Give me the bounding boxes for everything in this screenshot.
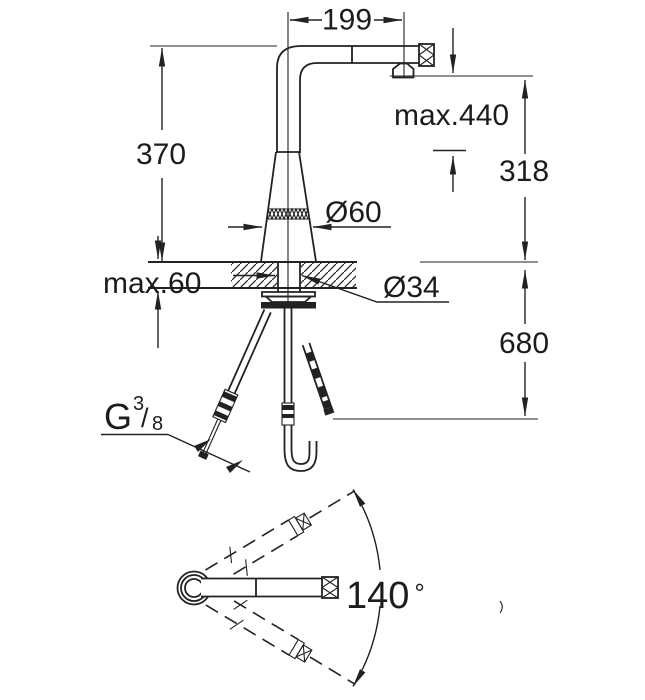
hose-band (311, 367, 322, 380)
dimension-body-diameter: Ø60 (228, 196, 391, 231)
dimension-clearance: 680 (333, 270, 549, 420)
mounting-nut (261, 302, 316, 309)
top-view: 140° (176, 489, 503, 687)
hose-loop-inner (290, 441, 311, 465)
counter-cross-section (148, 261, 357, 289)
dimension-body-height: 370 (136, 45, 277, 261)
counter-thickness-label: max.60 (103, 267, 201, 300)
phantom-arm-upper (204, 490, 356, 587)
spray-outlet (392, 62, 415, 79)
dimension-spout-height: 318 (420, 80, 549, 263)
body-taper-outline (260, 151, 317, 262)
thread-slash-label: / (141, 403, 149, 433)
connection-pipe (202, 418, 222, 455)
connector-band (213, 410, 229, 421)
pivot-ring-inner (184, 578, 204, 598)
dimension-annotations: 199 370 max.440 318 6 (101, 4, 549, 473)
phantom-end-block (294, 512, 313, 531)
spout-outer-contour (276, 45, 419, 153)
pipe-end-cap (197, 450, 209, 460)
washer (261, 291, 316, 298)
hole-diameter-label: Ø34 (383, 271, 440, 304)
break-ticks (229, 546, 248, 576)
clearance-label: 680 (499, 327, 549, 360)
phantom-end-knurl (295, 644, 313, 663)
connector-band (221, 391, 237, 403)
stray-mark (499, 600, 503, 614)
leader-arrow (301, 274, 449, 303)
spout-inner-contour (299, 62, 419, 153)
hose-band (322, 399, 332, 410)
thread-leader-arrowhead (226, 460, 243, 473)
thread-leader-arrowhead (194, 439, 211, 452)
hose-end-cap (323, 406, 335, 416)
faucet-spout (276, 43, 435, 153)
elevation-view (148, 12, 435, 472)
thread-denominator-label: 8 (152, 413, 163, 435)
arm-end-knurl (320, 576, 340, 599)
degree-symbol: ° (414, 578, 424, 608)
supply-hose-right (301, 342, 335, 416)
dimension-max-pullout: max.440 (390, 28, 533, 192)
hose-upper (283, 308, 293, 403)
hose-lower (283, 425, 293, 449)
spout-height-label: 318 (499, 155, 549, 188)
phantom-arm-outline (204, 519, 299, 587)
phantom-centerline (309, 490, 356, 519)
coupler-band (282, 414, 294, 418)
spout-end-knurl-pattern (418, 43, 435, 67)
dimension-counter-thickness: max.60 (103, 236, 201, 348)
phantom-end-block (295, 644, 313, 663)
phantom-arm-lower (205, 588, 356, 686)
max-pullout-label: max.440 (394, 99, 509, 132)
grip-band-knurl-b (267, 207, 309, 221)
coupler-band (282, 405, 294, 410)
hose-loop-outer (283, 441, 318, 472)
supply-hose-left (197, 309, 272, 460)
thread-annotation: G 3 / 8 (101, 393, 251, 473)
dimension-spout-reach: 199 (290, 4, 405, 78)
hose-tube (227, 309, 272, 395)
swivel-arc: 140° (346, 489, 425, 687)
spout-reach-label: 199 (322, 4, 372, 37)
dimension-hole-diameter: Ø34 (233, 271, 449, 304)
thread-numerator-label: 3 (133, 393, 144, 415)
body-diameter-label: Ø60 (325, 196, 382, 229)
faucet-body (260, 151, 317, 262)
arm-end-block (321, 576, 339, 599)
mounting-hardware (261, 261, 316, 309)
swivel-angle-label: 140° (346, 575, 425, 617)
break-ticks (229, 599, 248, 630)
grip-band-knurl-a (267, 207, 309, 221)
arc-lower (352, 605, 381, 687)
pullout-hose (281, 308, 318, 472)
spout-end-block (418, 43, 435, 67)
arc-upper (352, 489, 381, 571)
mounting-shank (277, 261, 301, 292)
thread-prefix-label: G (104, 396, 132, 437)
counter-hatch-right (301, 263, 356, 288)
connector-band (217, 401, 233, 412)
body-height-label: 370 (136, 138, 186, 171)
phantom-centerline (309, 656, 356, 686)
hose-band (305, 351, 316, 363)
phantom-end-knurl (295, 513, 312, 531)
phantom-arm-outline (205, 588, 299, 656)
spout-plan-view (176, 570, 340, 606)
swivel-angle-value: 140 (346, 575, 409, 617)
hose-band (317, 385, 328, 399)
arm-fill (201, 579, 322, 597)
arm-outline (201, 577, 322, 598)
